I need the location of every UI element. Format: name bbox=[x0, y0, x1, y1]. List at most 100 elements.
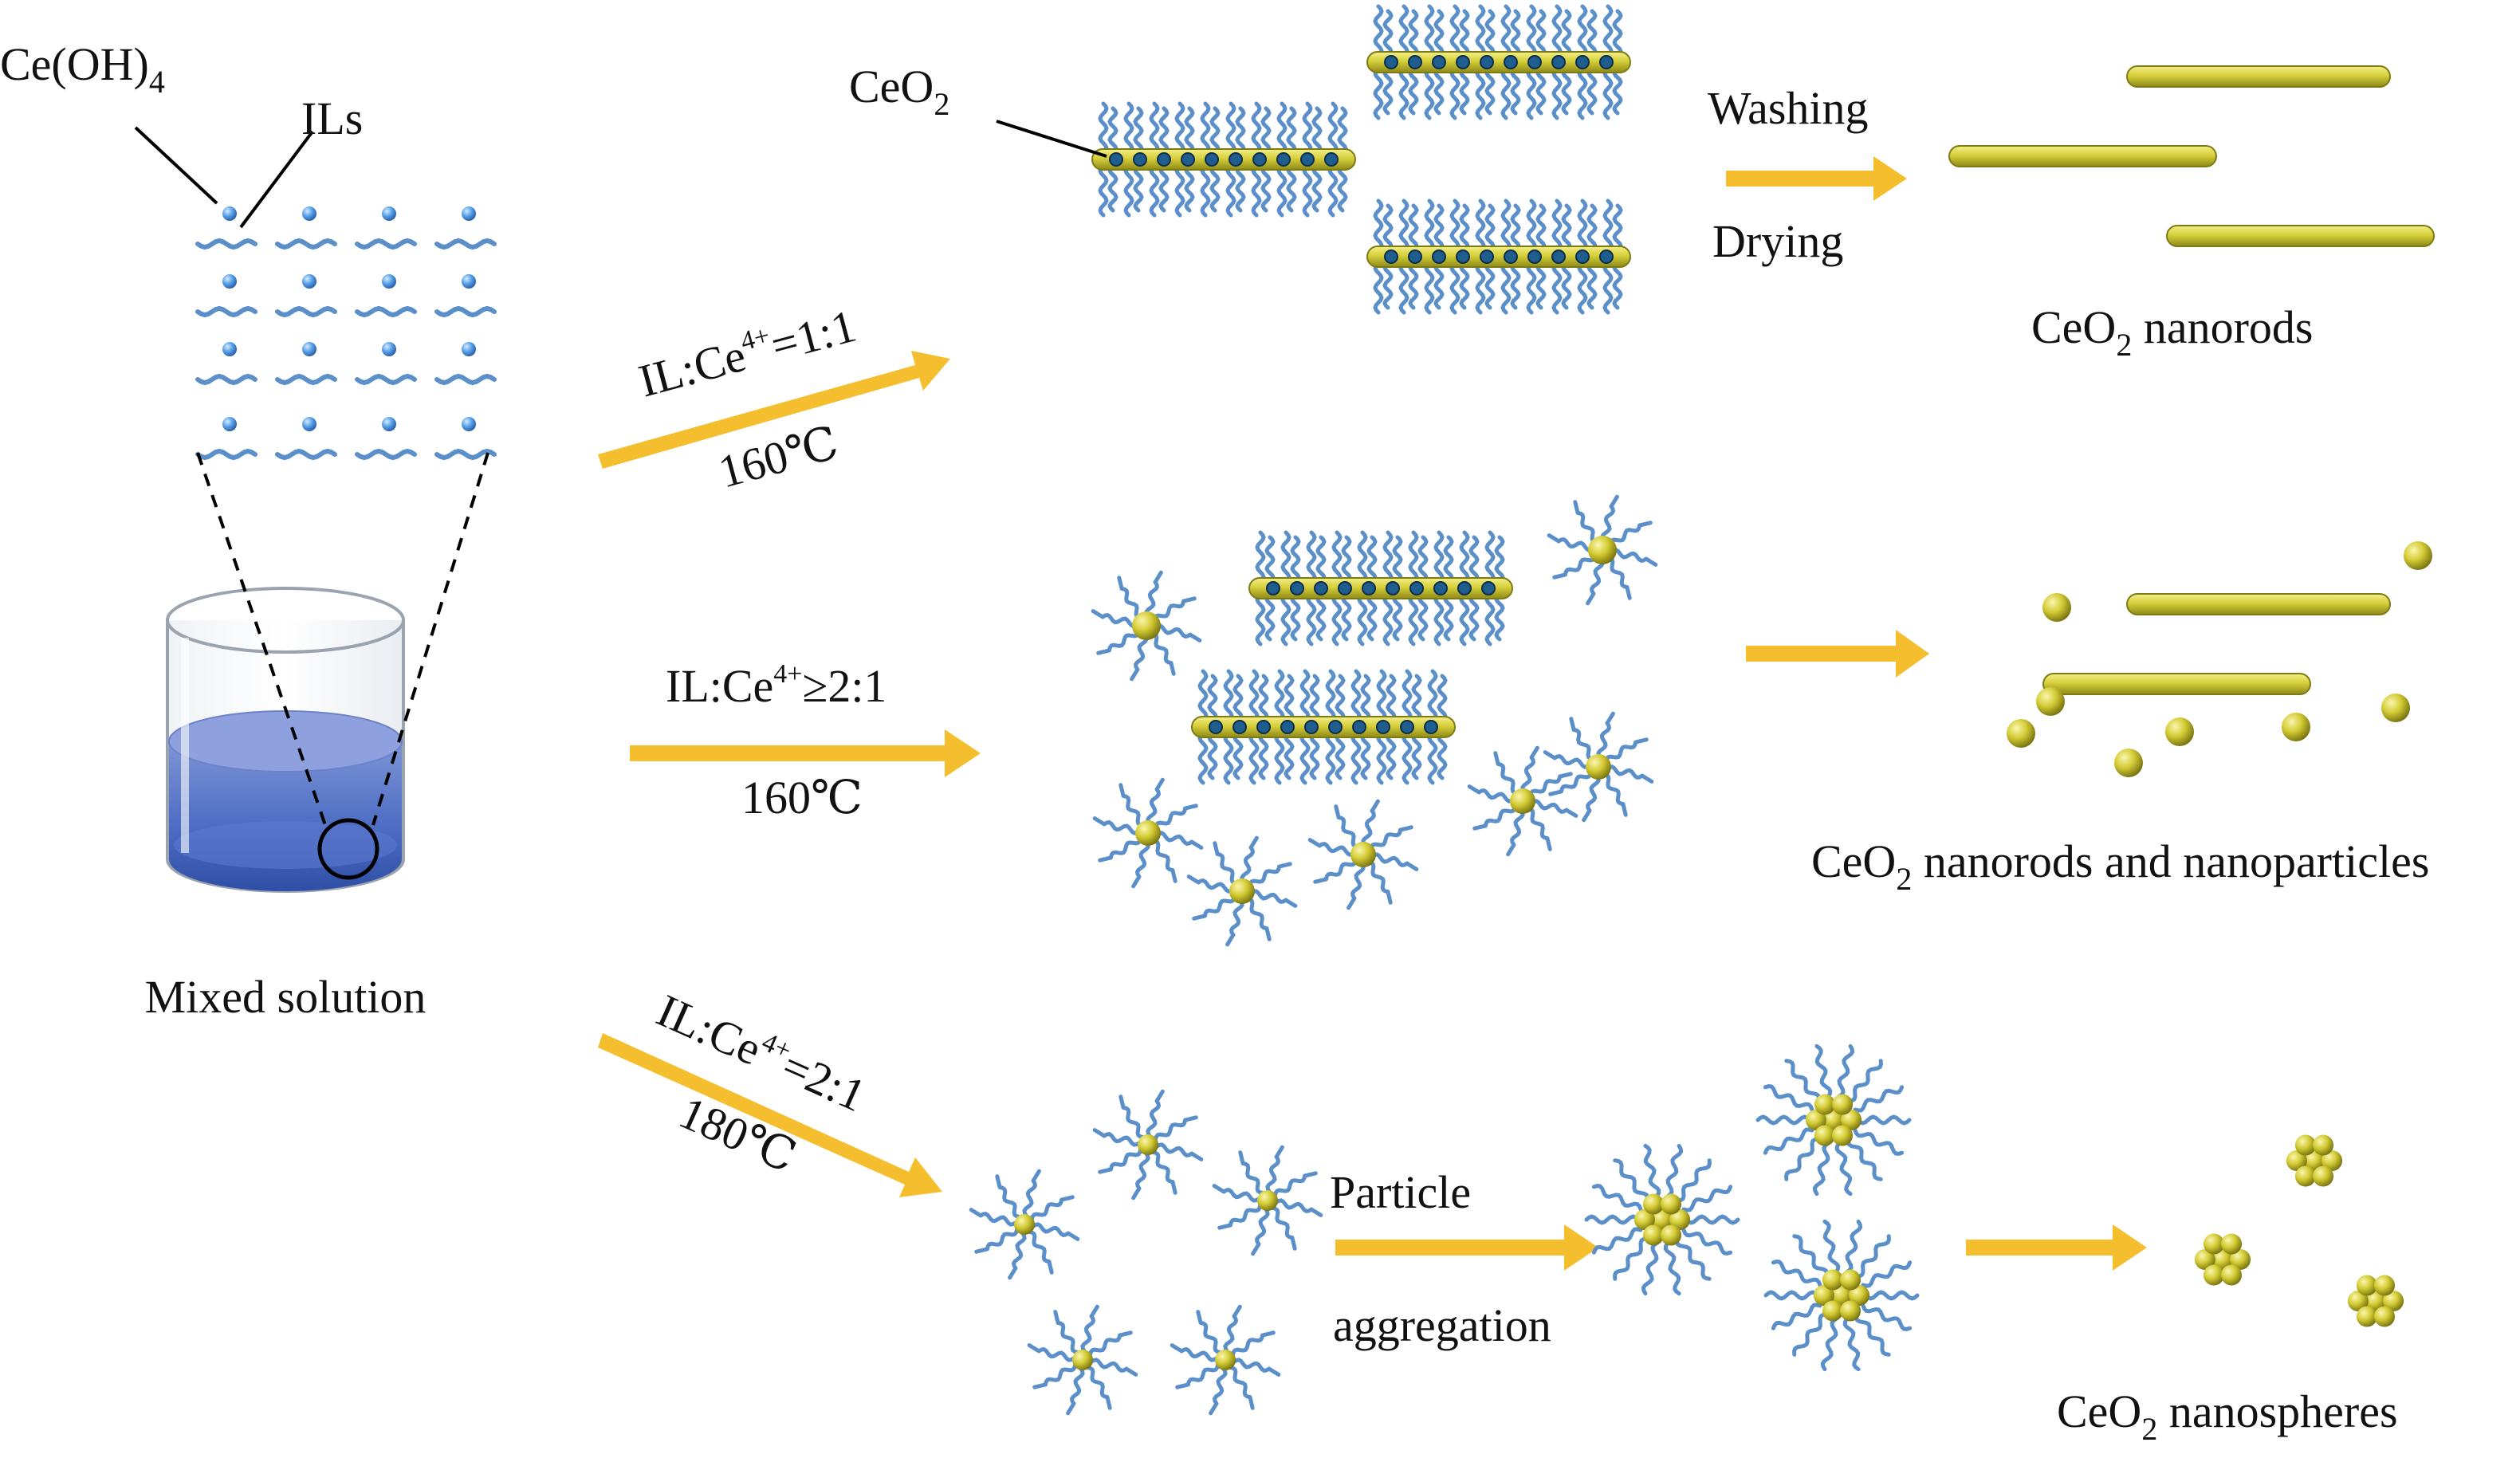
il-chain bbox=[434, 373, 497, 386]
ils-label: ILs bbox=[301, 92, 363, 144]
nanoparticle bbox=[2114, 749, 2143, 777]
particle-core bbox=[1588, 536, 1617, 564]
cluster-sphere bbox=[2365, 1291, 2386, 1311]
rod-core bbox=[1091, 148, 1356, 171]
ils-pointer bbox=[239, 130, 314, 229]
ce-oh-dot bbox=[302, 274, 316, 289]
row3-capped-particles bbox=[969, 1089, 1323, 1416]
cluster-sphere bbox=[1805, 1110, 1826, 1130]
sphere-cluster bbox=[1805, 1094, 1862, 1146]
mixed-solution-label: Mixed solution bbox=[145, 971, 427, 1023]
route2-temp: 160℃ bbox=[741, 772, 863, 823]
cluster-sphere bbox=[2356, 1306, 2377, 1327]
capped-particle bbox=[969, 1169, 1080, 1280]
il-chain bbox=[355, 448, 417, 461]
il-chain bbox=[195, 373, 258, 386]
nanorod bbox=[2126, 593, 2391, 615]
il-chain bbox=[275, 238, 337, 250]
nanorod bbox=[2166, 225, 2435, 247]
il-chain bbox=[275, 373, 337, 386]
ce-oh-dot bbox=[382, 417, 396, 431]
cluster-sphere bbox=[2203, 1264, 2224, 1286]
il-unit bbox=[355, 206, 417, 250]
ce-oh-dot bbox=[222, 274, 237, 289]
ce-oh-dot bbox=[382, 274, 396, 289]
cluster-sphere bbox=[2356, 1275, 2377, 1296]
coated-rod bbox=[1091, 101, 1356, 218]
cluster-sphere bbox=[1814, 1094, 1835, 1115]
il-unit bbox=[195, 417, 258, 461]
cluster-sphere bbox=[2347, 1291, 2369, 1311]
capped-particle bbox=[1092, 1089, 1204, 1201]
capped-particle bbox=[1091, 570, 1202, 682]
cluster-sphere bbox=[1652, 1209, 1673, 1230]
il-unit bbox=[355, 417, 417, 461]
cluster-sphere bbox=[1822, 1300, 1843, 1322]
nanoparticle bbox=[2381, 694, 2410, 722]
cluster-sphere bbox=[2313, 1134, 2334, 1156]
capped-particle bbox=[1027, 1304, 1138, 1416]
row1-bare-nanorods bbox=[1948, 65, 2435, 247]
nanoparticle bbox=[2042, 593, 2071, 622]
nanoparticle bbox=[2007, 719, 2035, 748]
particle-core bbox=[1350, 842, 1376, 867]
ce-oh-dot bbox=[462, 274, 476, 289]
row3-nanospheres bbox=[2194, 1134, 2404, 1327]
ce-oh-dot bbox=[222, 342, 237, 356]
cluster-sphere bbox=[2230, 1249, 2251, 1270]
capped-particle bbox=[1307, 799, 1419, 910]
cluster-sphere bbox=[2194, 1249, 2215, 1270]
cluster-sphere bbox=[2383, 1291, 2404, 1311]
washing-label: Washing bbox=[1708, 82, 1869, 134]
cluster-sphere bbox=[1814, 1125, 1835, 1146]
ce-oh-dot bbox=[302, 206, 316, 221]
cluster-sphere bbox=[1831, 1285, 1852, 1306]
il-chain bbox=[434, 305, 497, 318]
particle-core bbox=[1138, 1134, 1158, 1155]
row2-rods-and-particles bbox=[1091, 494, 1658, 947]
nanospheres-label: CeO2 nanospheres bbox=[2057, 1385, 2398, 1447]
cluster-sphere bbox=[2321, 1150, 2343, 1171]
il-unit bbox=[434, 342, 497, 386]
cluster-sphere bbox=[1841, 1110, 1862, 1130]
magnifier-circle bbox=[317, 818, 379, 880]
nanoparticle bbox=[2404, 541, 2432, 570]
il-unit bbox=[275, 274, 337, 318]
capped-particle bbox=[1543, 711, 1654, 823]
il-unit bbox=[195, 206, 258, 250]
cluster-sphere bbox=[2313, 1165, 2334, 1187]
route3-ratio: IL:Ce4+=2:1 bbox=[650, 984, 874, 1122]
capped-particle bbox=[1170, 1304, 1281, 1416]
nanoparticle bbox=[2282, 713, 2310, 741]
ils-grid bbox=[195, 206, 497, 461]
nanorods-nanoparticles-label: CeO2 nanorods and nanoparticles bbox=[1811, 835, 2429, 897]
cluster-sphere bbox=[1633, 1209, 1655, 1230]
drying-label: Drying bbox=[1712, 215, 1843, 267]
particle-core bbox=[1215, 1350, 1236, 1370]
cluster-sphere bbox=[2294, 1134, 2316, 1156]
cluster-sphere bbox=[2304, 1150, 2325, 1171]
capped-cluster bbox=[1763, 1219, 1920, 1372]
aggregation-arrow bbox=[1335, 1224, 1598, 1271]
capped-cluster bbox=[1584, 1143, 1740, 1296]
particle-core bbox=[1132, 611, 1161, 640]
row1-coated-rods bbox=[1091, 4, 1631, 315]
il-unit bbox=[195, 274, 258, 318]
ce-oh-dot bbox=[302, 417, 316, 431]
ce-oh-pointer bbox=[134, 126, 218, 205]
capped-particle bbox=[1547, 494, 1658, 606]
cluster-sphere bbox=[2294, 1165, 2316, 1187]
il-unit bbox=[355, 342, 417, 386]
particle-core bbox=[1229, 878, 1255, 904]
route2-ratio: IL:Ce4+≥2:1 bbox=[666, 659, 887, 712]
il-chain bbox=[434, 448, 497, 461]
il-chain bbox=[275, 305, 337, 318]
cluster-sphere bbox=[2221, 1264, 2243, 1286]
il-unit bbox=[275, 342, 337, 386]
il-chain bbox=[355, 373, 417, 386]
cluster-sphere bbox=[1822, 1269, 1843, 1291]
row2-nanorods-and-nanoparticles bbox=[2007, 541, 2432, 777]
nanorod bbox=[1948, 145, 2217, 167]
